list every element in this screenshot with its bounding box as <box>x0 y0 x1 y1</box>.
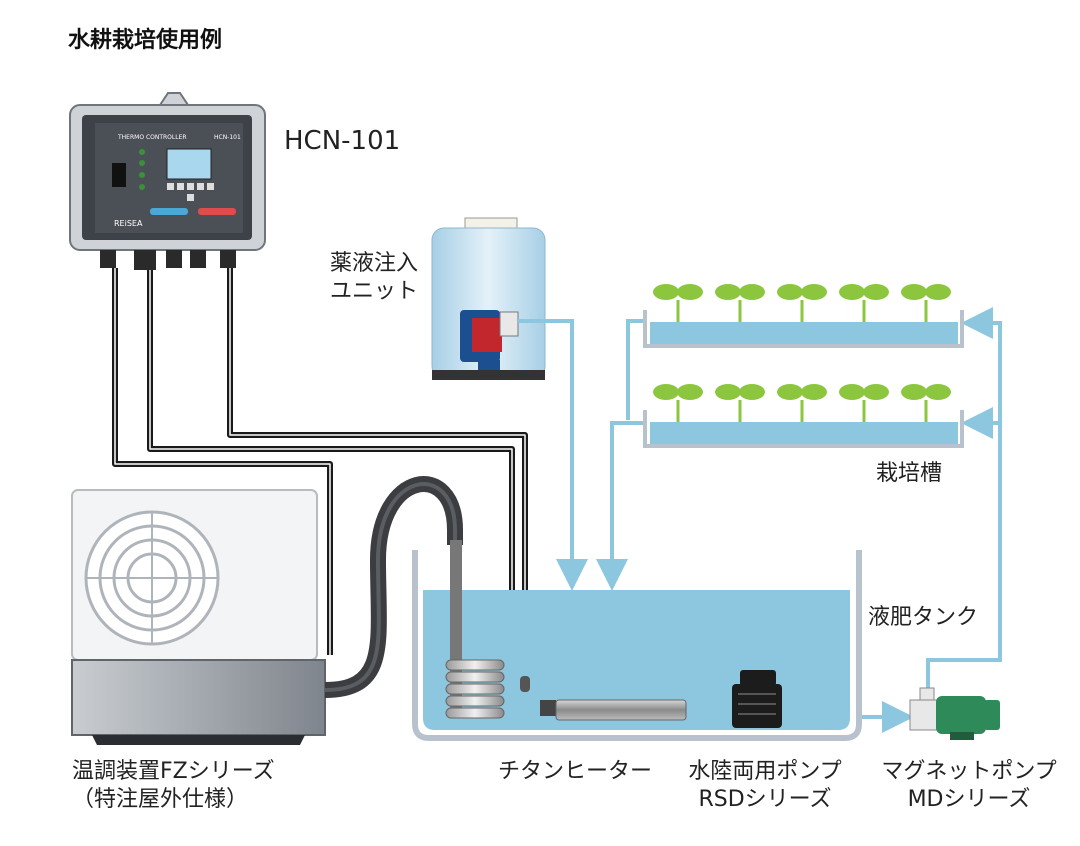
cultivation-tray-lower <box>643 410 964 448</box>
heater-label: チタンヒーター <box>498 759 653 784</box>
titanium-heater <box>540 699 687 721</box>
cultivation-tank-label: 栽培槽 <box>876 461 943 486</box>
controller-label: HCN-101 <box>284 126 401 156</box>
panel-model: HCN-101 <box>214 134 241 141</box>
submersible-pump-label-line2: RSDシリーズ <box>698 787 832 812</box>
cooling-coil <box>445 540 505 719</box>
fertilizer-tank-label: 液肥タンク <box>868 605 979 630</box>
panel-title: THERMO CONTROLLER <box>117 134 187 141</box>
lcd-display <box>166 148 212 180</box>
magnet-pump-label: マグネットポンプ MDシリーズ <box>872 758 1066 814</box>
chiller-label: 温調装置FZシリーズ （特注屋外仕様） <box>72 758 275 814</box>
chemical-unit-label: 薬液注入 ユニット <box>300 250 418 306</box>
chiller-unit <box>71 489 326 745</box>
brand-logo: REiSEA <box>114 219 143 228</box>
submersible-pump-label: 水陸両用ポンプ RSDシリーズ <box>676 758 854 814</box>
submersible-pump-label-line1: 水陸両用ポンプ <box>688 759 842 784</box>
temperature-sensor <box>520 676 530 692</box>
thermo-controller: THERMO CONTROLLER HCN-101 REiSEA <box>69 92 266 270</box>
submersible-pump <box>732 670 782 728</box>
magnet-pump-label-line1: マグネットポンプ <box>881 759 1057 784</box>
chemical-injection-unit <box>431 217 546 380</box>
water-pipes <box>518 307 1002 733</box>
chiller-label-line2: （特注屋外仕様） <box>72 787 249 812</box>
power-switch <box>112 163 126 187</box>
chemical-unit-label-line2: ユニット <box>329 279 418 304</box>
chiller-label-line1: 温調装置FZシリーズ <box>72 759 275 784</box>
cultivation-tray-upper <box>643 310 964 348</box>
diagram-title: 水耕栽培使用例 <box>68 28 223 53</box>
magnet-pump <box>909 687 1000 740</box>
chemical-unit-label-line1: 薬液注入 <box>329 251 418 276</box>
magnet-pump-label-line2: MDシリーズ <box>907 787 1031 812</box>
seedlings <box>653 284 951 422</box>
